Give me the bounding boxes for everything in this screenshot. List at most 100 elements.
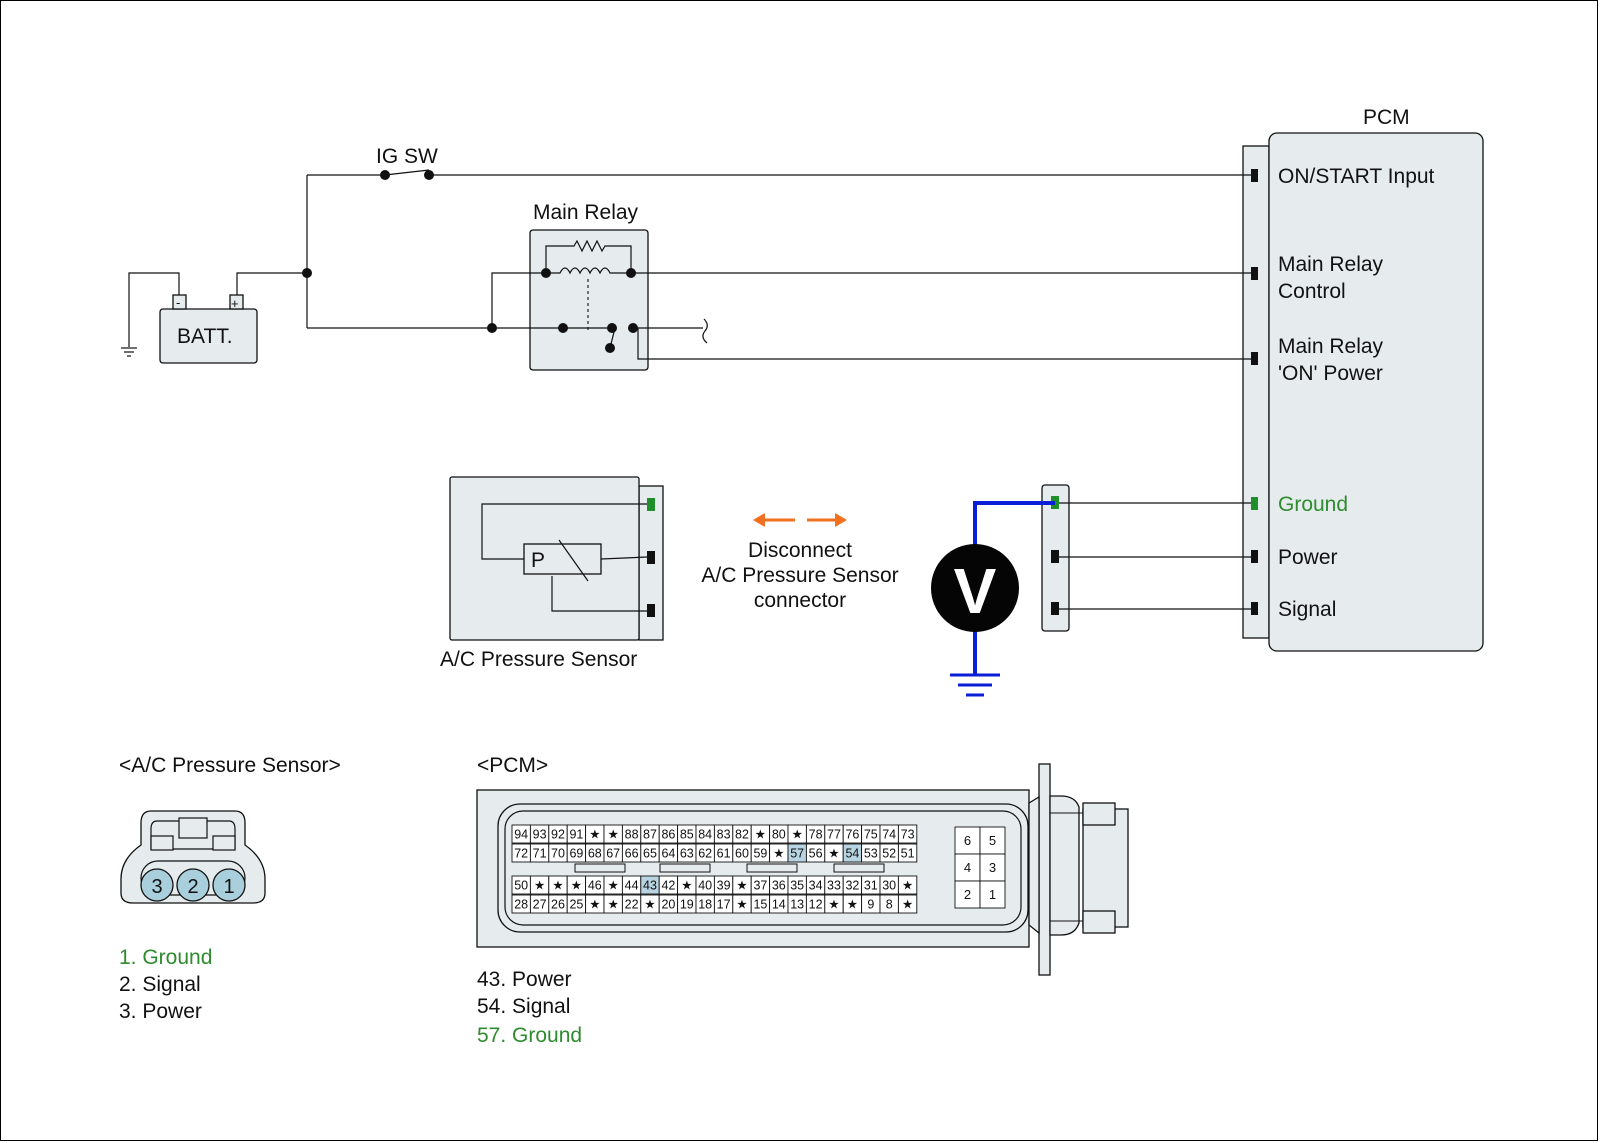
pcm-pin-number: 93	[533, 828, 547, 842]
pcm-label-signal: Signal	[1278, 598, 1336, 621]
pcm-label-on-start: ON/START Input	[1278, 165, 1435, 188]
pcm-pin-number: 40	[698, 879, 712, 893]
pcm-pin-number: 83	[717, 828, 731, 842]
relay-switch-arm	[609, 327, 616, 349]
pcm-pin-number: 86	[661, 828, 675, 842]
pcm-pin-number: 70	[551, 847, 565, 861]
pcm-pin-number: 52	[882, 847, 896, 861]
pcm-small-pin-number: 5	[989, 833, 996, 848]
sensor-pin-1	[212, 868, 246, 902]
pcm-pin-number: ★	[736, 879, 747, 893]
sensor-pin-power	[647, 551, 655, 564]
harness-pin-signal	[1051, 602, 1059, 615]
pcm-pin-on-start	[1251, 169, 1258, 182]
pcm-small-pin-cell	[979, 880, 1006, 909]
pcm-pin-number: 54	[845, 847, 859, 861]
pcm-small-pin-number: 4	[964, 860, 971, 875]
sensor-internal-ground-wire	[481, 503, 647, 560]
pcm-pin-number: 94	[514, 828, 528, 842]
pcm-pin-number: ★	[773, 847, 784, 861]
pcm-pin-number: 91	[569, 828, 583, 842]
pcm-pin-number: 62	[698, 847, 712, 861]
pcm-pin-number: 12	[809, 898, 823, 912]
pcm-pin-number: ★	[847, 898, 858, 912]
pcm-pin-number: ★	[608, 879, 619, 893]
disconnect-arrows-icon	[753, 513, 847, 527]
pcm-pin-number: ★	[755, 828, 766, 842]
pcm-legend-signal: 54. Signal	[477, 995, 570, 1018]
relay-resistor-icon	[545, 239, 632, 273]
sensor-pin-2-label: 2	[187, 876, 198, 898]
harness-pin-power	[1051, 550, 1059, 563]
sensor-legend-power: 3. Power	[119, 1000, 202, 1023]
sensor-pin-ground	[647, 498, 655, 511]
relay-coil-icon	[546, 267, 631, 275]
relay-coil-feed-wire	[491, 272, 546, 328]
pcm-pin-number: 71	[533, 847, 547, 861]
pcm-pin-number: 59	[753, 847, 767, 861]
pcm-pin-main-relay-control	[1251, 267, 1258, 280]
pcm-small-pin-number: 2	[964, 887, 971, 902]
sensor-pin-1-label: 1	[223, 876, 234, 898]
pcm-pin-cell	[897, 824, 918, 844]
sensor-connector-title: <A/C Pressure Sensor>	[119, 754, 341, 777]
pcm-pin-number: 18	[698, 898, 712, 912]
voltmeter-body	[931, 544, 1019, 632]
pcm-box	[1268, 132, 1484, 652]
pcm-pin-number: 43	[643, 879, 657, 893]
battery-minus-sign: -	[176, 295, 180, 310]
pcm-pin-number: ★	[608, 898, 619, 912]
ig-sw-terminal-left	[380, 170, 390, 180]
pcm-pin-number: 42	[661, 879, 675, 893]
pcm-pin-number: 34	[809, 879, 823, 893]
pcm-pin-number: 78	[809, 828, 823, 842]
voltmeter: V	[931, 544, 1019, 632]
instruction-line-2: A/C Pressure Sensor	[701, 564, 898, 587]
sensor-pin-2	[176, 868, 210, 902]
pcm-pin-number: 87	[643, 828, 657, 842]
pcm-pin-cell	[897, 843, 918, 863]
pcm-pin-number: 39	[717, 879, 731, 893]
pcm-pin-number: ★	[902, 898, 913, 912]
pcm-pin-number: 85	[680, 828, 694, 842]
pcm-label-power: Power	[1278, 546, 1338, 569]
pcm-pin-number: 77	[827, 828, 841, 842]
relay-feed-junction	[487, 323, 497, 333]
pcm-pin-number: 13	[790, 898, 804, 912]
pcm-pin-number: 32	[845, 879, 859, 893]
sensor-pin-3	[140, 868, 174, 902]
pcm-pin-number: 51	[901, 847, 915, 861]
pcm-pin-number: 9	[867, 898, 874, 912]
pressure-element	[523, 543, 602, 575]
pcm-title: PCM	[1363, 106, 1410, 129]
pcm-pin-power	[1251, 550, 1258, 563]
voltmeter-symbol: V	[954, 555, 997, 627]
pcm-pin-number: ★	[828, 847, 839, 861]
pcm-pin-number: 92	[551, 828, 565, 842]
pcm-pin-number: ★	[902, 879, 913, 893]
pcm-pin-number: 17	[717, 898, 731, 912]
pcm-pin-number: 75	[864, 828, 878, 842]
pcm-pin-ground	[1251, 497, 1258, 510]
pcm-small-pin-number: 3	[989, 860, 996, 875]
pcm-pin-number: 20	[661, 898, 675, 912]
chassis-ground-icon	[121, 347, 137, 357]
pressure-element-label: P	[531, 549, 545, 572]
pcm-pin-number: 31	[864, 879, 878, 893]
pcm-pin-number: 82	[735, 828, 749, 842]
battery-plus-sign: +	[231, 296, 239, 311]
sensor-legend-signal: 2. Signal	[119, 973, 201, 996]
battery-label: BATT.	[177, 325, 233, 348]
instruction-line-1: Disconnect	[748, 539, 852, 562]
battery-ground-wire	[128, 272, 180, 347]
pcm-label-main-relay-on-1: Main Relay	[1278, 335, 1384, 358]
pcm-small-pin-number: 1	[989, 887, 996, 902]
main-relay-on-wire	[633, 327, 1251, 360]
pcm-pin-number: ★	[552, 879, 563, 893]
pcm-pin-number: 80	[772, 828, 786, 842]
pcm-pin-cell	[897, 894, 918, 914]
main-relay-box	[529, 229, 649, 371]
